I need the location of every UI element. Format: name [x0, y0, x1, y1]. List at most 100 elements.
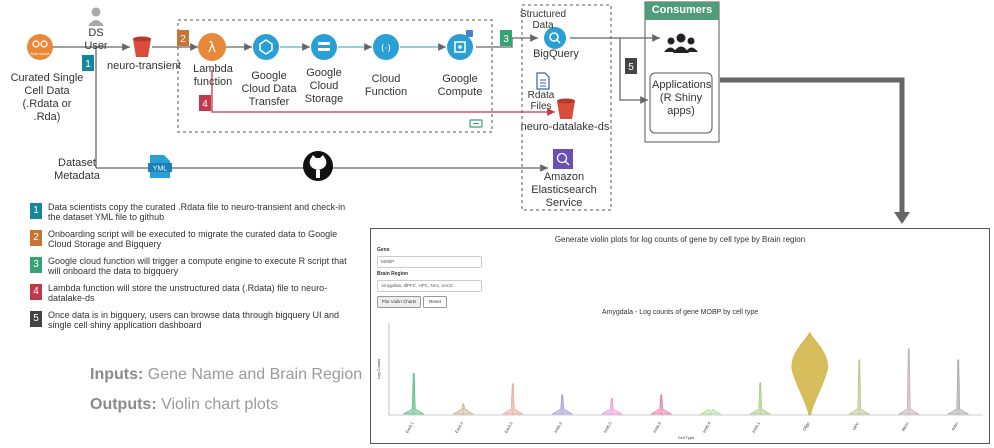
outputs-value: Violin chart plots	[161, 396, 279, 413]
inputs-line: Inputs: Gene Name and Brain Region	[90, 366, 362, 384]
aws-boundary-box	[521, 4, 612, 211]
svg-text:4: 4	[202, 99, 208, 110]
consumers-icon	[664, 33, 698, 53]
svg-text:5: 5	[628, 62, 634, 73]
gcp-data-transfer-icon	[253, 34, 279, 60]
svg-text:2: 2	[180, 34, 186, 45]
tick-label-Excit.2: Excit.2	[503, 420, 514, 434]
tick-label-Inhib.2: Inhib.2	[553, 420, 564, 434]
x-axis-label: Cell Type	[678, 435, 695, 440]
elasticsearch-label: Amazon Elasticsearch Service	[531, 171, 597, 209]
chart-title: Amygdala - Log counts of gene MOBP by ce…	[601, 309, 759, 316]
svg-text:1: 1	[85, 59, 91, 70]
bigquery-label: BigQuery	[533, 48, 579, 60]
cloud-function-icon: (·)	[373, 34, 399, 60]
reset-button[interactable]: Reset	[423, 296, 447, 308]
compute-engine-label: Google Compute	[437, 73, 483, 98]
shiny-app-panel: Generate violin plots for log counts of …	[370, 228, 990, 444]
datalake-bucket-icon	[557, 98, 575, 119]
step-badge-5: 5	[625, 58, 637, 74]
tick-label-Micro: Micro	[900, 420, 910, 432]
gcs-label: Google Cloud Storage	[304, 67, 344, 105]
svg-text:YML: YML	[153, 166, 168, 173]
cloud-function-label: Cloud Function	[364, 73, 408, 98]
ds-user-label: DS User	[84, 27, 108, 52]
gcdt-label: Google Cloud Data Transfer	[241, 70, 297, 108]
elasticsearch-icon	[553, 149, 573, 169]
dataset-metadata-label: Dataset Metadata	[54, 157, 100, 182]
consumers-title: Consumers	[651, 4, 713, 16]
violin-Excit.3	[452, 403, 475, 415]
step-badge-2: 2	[177, 30, 189, 46]
violin-Inhib.3	[600, 398, 623, 415]
y-axis-label: Log Counts	[376, 359, 381, 379]
legend-badge: 3	[30, 257, 42, 273]
vpc-icon	[469, 119, 483, 128]
bigquery-icon	[544, 27, 566, 49]
data-source-icon: Data source	[27, 34, 53, 60]
structured-data-label: Structured Data	[519, 9, 567, 31]
outputs-label: Outputs:	[90, 396, 157, 413]
svg-text:3: 3	[503, 34, 509, 45]
violin-Inhib.4	[699, 408, 722, 415]
tick-label-Excit.1: Excit.1	[404, 420, 415, 434]
lambda-label: Lambda function	[193, 63, 233, 88]
neuro-transient-label: neuro-transient	[107, 60, 181, 72]
gene-label: Gene	[377, 247, 390, 253]
gcp-boundary-box	[177, 19, 493, 133]
legend-badge: 5	[30, 311, 42, 327]
tick-label-OPC: OPC	[851, 421, 860, 431]
svg-text:(·): (·)	[381, 44, 391, 54]
inputs-value: Gene Name and Brain Region	[147, 366, 363, 383]
legend-text: Onboarding script will be executed to mi…	[48, 229, 338, 249]
document-icon	[536, 72, 550, 90]
inputs-label: Inputs:	[90, 366, 144, 383]
brain-region-label: Brain Region	[377, 271, 409, 277]
outputs-line: Outputs: Violin chart plots	[90, 396, 278, 414]
step-badge-1: 1	[82, 55, 94, 71]
tick-label-Inhib.1: Inhib.1	[751, 420, 762, 434]
consumers-header	[645, 2, 719, 20]
legend-badge: 2	[30, 230, 42, 246]
violin-Inhib.1	[749, 382, 772, 415]
tick-label-Inhib.3: Inhib.3	[602, 420, 613, 434]
tick-label-Inhib.5: Inhib.5	[652, 420, 663, 434]
tick-label-Astro: Astro	[950, 420, 959, 431]
datalake-label: neuro-datalake-ds	[520, 121, 610, 133]
compute-engine-icon	[447, 30, 473, 60]
legend-badge: 1	[30, 203, 42, 219]
tick-label-Inhib.4: Inhib.4	[701, 420, 712, 434]
violin-Excit.2	[501, 383, 524, 415]
lambda-icon: λ	[198, 33, 226, 61]
violin-Inhib.2	[551, 394, 574, 415]
legend-badge: 4	[30, 284, 42, 300]
legend-text: Data scientists copy the curated .Rdata …	[48, 202, 346, 222]
step-badge-3: 3	[500, 30, 512, 46]
s3-bucket-icon	[133, 36, 151, 57]
svg-text:Data source: Data source	[31, 52, 50, 56]
svg-text:λ: λ	[208, 40, 216, 56]
applications-box	[649, 72, 713, 134]
legend-text: Lambda function will store the unstructu…	[48, 283, 328, 303]
violin-Astro	[947, 359, 970, 415]
user-icon	[88, 7, 104, 26]
tick-label-Excit.3: Excit.3	[454, 420, 465, 434]
violin-Inhib.5	[650, 394, 673, 415]
rdata-files-label: Rdata Files	[527, 90, 555, 112]
curated-data-label: Curated Single Cell Data (.Rdata or .Rda…	[10, 72, 84, 123]
gcp-storage-icon	[311, 34, 337, 60]
brain-region-input[interactable]: Amygdala, dlPFC, HPC, NAc, sACC	[377, 280, 482, 292]
violin-OPC	[848, 359, 871, 415]
tick-label-Oligo: Oligo	[802, 420, 811, 431]
legend-text: Google cloud function will trigger a com…	[48, 256, 347, 276]
plot-violin-button[interactable]: Plot Violin Charts	[377, 296, 421, 308]
gene-input[interactable]: MOBP	[377, 256, 482, 268]
legend-text: Once data is in bigquery, users can brow…	[48, 310, 340, 330]
yml-file-icon: YML	[148, 155, 172, 178]
github-icon	[303, 151, 333, 181]
app-title: Generate violin plots for log counts of …	[554, 235, 806, 244]
step-badge-4: 4	[199, 95, 211, 111]
applications-label: Applications (R Shiny apps)	[652, 79, 712, 117]
